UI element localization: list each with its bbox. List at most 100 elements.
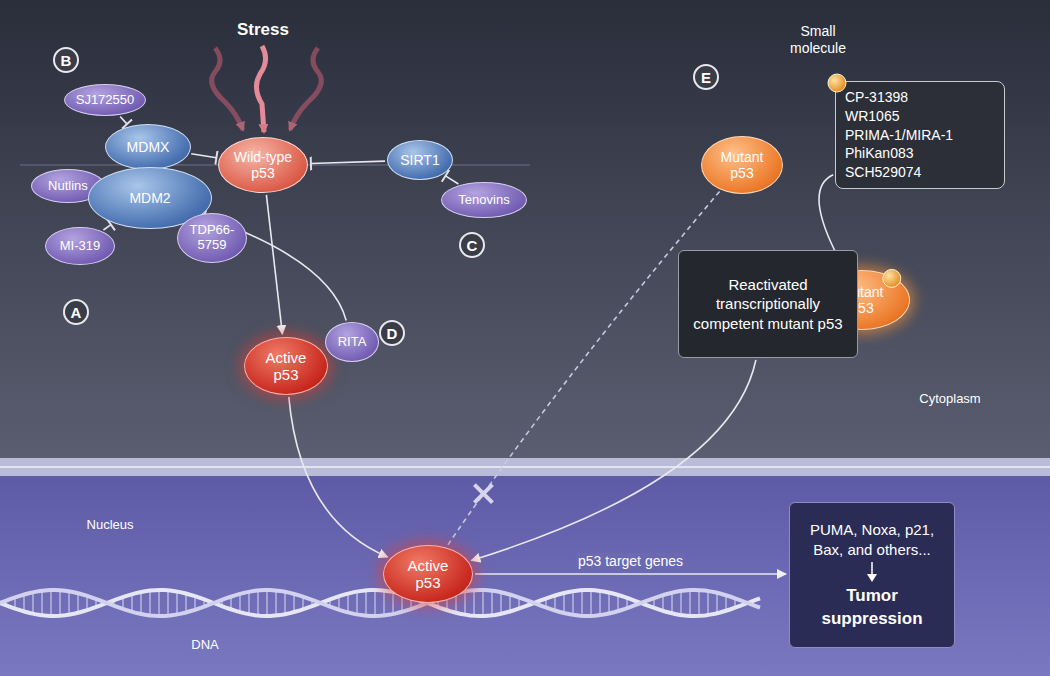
dna-rung — [671, 593, 673, 614]
node-text: WR1065 — [845, 107, 995, 126]
dna-rung — [680, 591, 682, 615]
node-text: MI-319 — [55, 239, 105, 254]
membrane-line — [0, 466, 1050, 468]
protein-ellipse: MDMX — [105, 124, 191, 170]
dna-rung — [239, 594, 241, 612]
dna-rung — [185, 594, 187, 613]
dna-rung — [590, 590, 592, 616]
inhibitor-ellipse: SJ172550 — [64, 84, 146, 116]
inhibition-connector — [446, 176, 459, 184]
nucleus-ground — [0, 476, 1050, 676]
dna-rung — [716, 593, 718, 613]
block-cross — [474, 485, 492, 503]
text-wrap: PUMA, Noxa, p21, Bax, and others... Tumor… — [799, 520, 945, 629]
nuclear-membrane — [0, 458, 1050, 476]
dna-rung — [374, 590, 376, 616]
activation-connector — [471, 360, 756, 561]
inhibition-connector — [191, 154, 216, 158]
outcome-box: PUMA, Noxa, p21, Bax, and others... Tumor… — [789, 502, 955, 648]
text-wrap: SJ172550 — [75, 93, 134, 108]
dna-rung — [356, 592, 358, 615]
dna-rung — [293, 594, 295, 612]
node-text: SJ172550 — [75, 93, 134, 108]
dna-rung — [266, 590, 268, 616]
node-text: Wild-type p53 — [231, 149, 296, 181]
dna-rung — [176, 592, 178, 615]
stress-wave — [256, 46, 265, 132]
callout-number: A — [63, 299, 89, 325]
dna-rung — [158, 590, 160, 616]
text-wrap: CP-31398WR1065PRIMA-1/MIRA-1PhiKan083SCH… — [845, 88, 995, 182]
dna-rung — [392, 592, 394, 614]
dna-rung — [131, 594, 133, 612]
text-wrap: RITA — [333, 335, 372, 350]
compound-list-box: CP-31398WR1065PRIMA-1/MIRA-1PhiKan083SCH… — [835, 81, 1005, 189]
text-wrap: Active p53 — [256, 349, 316, 384]
dna-rung — [347, 594, 349, 613]
node-text: Active p53 — [396, 557, 461, 592]
stress-wave — [212, 48, 243, 130]
dna-rung — [707, 591, 709, 615]
dna-rung — [698, 590, 700, 616]
region-label: Cytoplasm — [919, 391, 980, 406]
node-text: Tumor suppression — [799, 585, 945, 629]
dna-rung — [572, 591, 574, 615]
activation-connector — [448, 191, 720, 545]
activation-connector — [475, 573, 786, 575]
cytoplasm-ground — [0, 0, 1050, 460]
inhibition-connector — [311, 161, 385, 163]
node-text: MDMX — [117, 139, 179, 155]
node-text: PhiKan083 — [845, 144, 995, 163]
text-wrap: Tenovins — [453, 193, 515, 208]
activation-connector — [289, 397, 388, 557]
inner-arrow — [865, 561, 879, 583]
dna-rung — [500, 592, 502, 613]
dna-rung — [32, 592, 34, 613]
dna-helix — [0, 590, 760, 616]
inhibition-connector — [103, 225, 111, 230]
dna-rung — [464, 591, 466, 614]
callout-number: D — [379, 320, 405, 346]
dna-rung — [473, 590, 475, 616]
inhibitor-ellipse: Tenovins — [441, 182, 527, 218]
dna-rung — [617, 595, 619, 611]
dna-rung — [608, 593, 610, 614]
text-wrap: MDMX — [117, 139, 179, 155]
text-wrap: Nutlins — [41, 179, 94, 194]
node-text: RITA — [333, 335, 372, 350]
node-text: PUMA, Noxa, p21, Bax, and others... — [799, 520, 945, 559]
dna-rung — [662, 595, 664, 611]
dna-strand — [0, 590, 760, 616]
mutant-ellipse: Mutant p53 — [701, 136, 783, 194]
text-wrap: Wild-type p53 — [231, 149, 296, 181]
node-text: CP-31398 — [845, 88, 995, 107]
text-wrap: SIRT1 — [396, 152, 444, 168]
dna-rung — [248, 592, 250, 614]
node-text: PRIMA-1/MIRA-1 — [845, 126, 995, 145]
p53-ellipse: Active p53 — [244, 337, 328, 395]
activation-connector — [266, 195, 282, 334]
p53-ellipse: Active p53 — [383, 545, 473, 603]
region-label: Nucleus — [87, 517, 134, 532]
dna-rung — [563, 593, 565, 613]
dna-strand — [0, 590, 760, 616]
node-text: TDP66- 5759 — [187, 223, 237, 253]
callout-number: E — [693, 64, 719, 90]
edge-label: p53 target genes — [575, 553, 686, 569]
dna-rung — [77, 593, 79, 612]
note-box: Reactivated transcriptionally competent … — [678, 250, 858, 358]
dna-rung — [149, 591, 151, 616]
stress-wave — [290, 48, 321, 130]
dna-rung — [365, 590, 367, 615]
dna-rung — [167, 590, 169, 615]
dna-rung — [275, 590, 277, 615]
protein-ellipse: SIRT1 — [387, 140, 453, 180]
dna-rung — [509, 595, 511, 612]
text-wrap: Mutant p53 — [712, 149, 771, 181]
dna-rung — [59, 590, 61, 616]
inhibitor-ellipse: TDP66- 5759 — [177, 213, 247, 263]
p53-ellipse: Wild-type p53 — [218, 137, 308, 193]
dna-rung — [482, 590, 484, 616]
callout-number: B — [53, 47, 79, 73]
region-label: DNA — [191, 637, 218, 652]
